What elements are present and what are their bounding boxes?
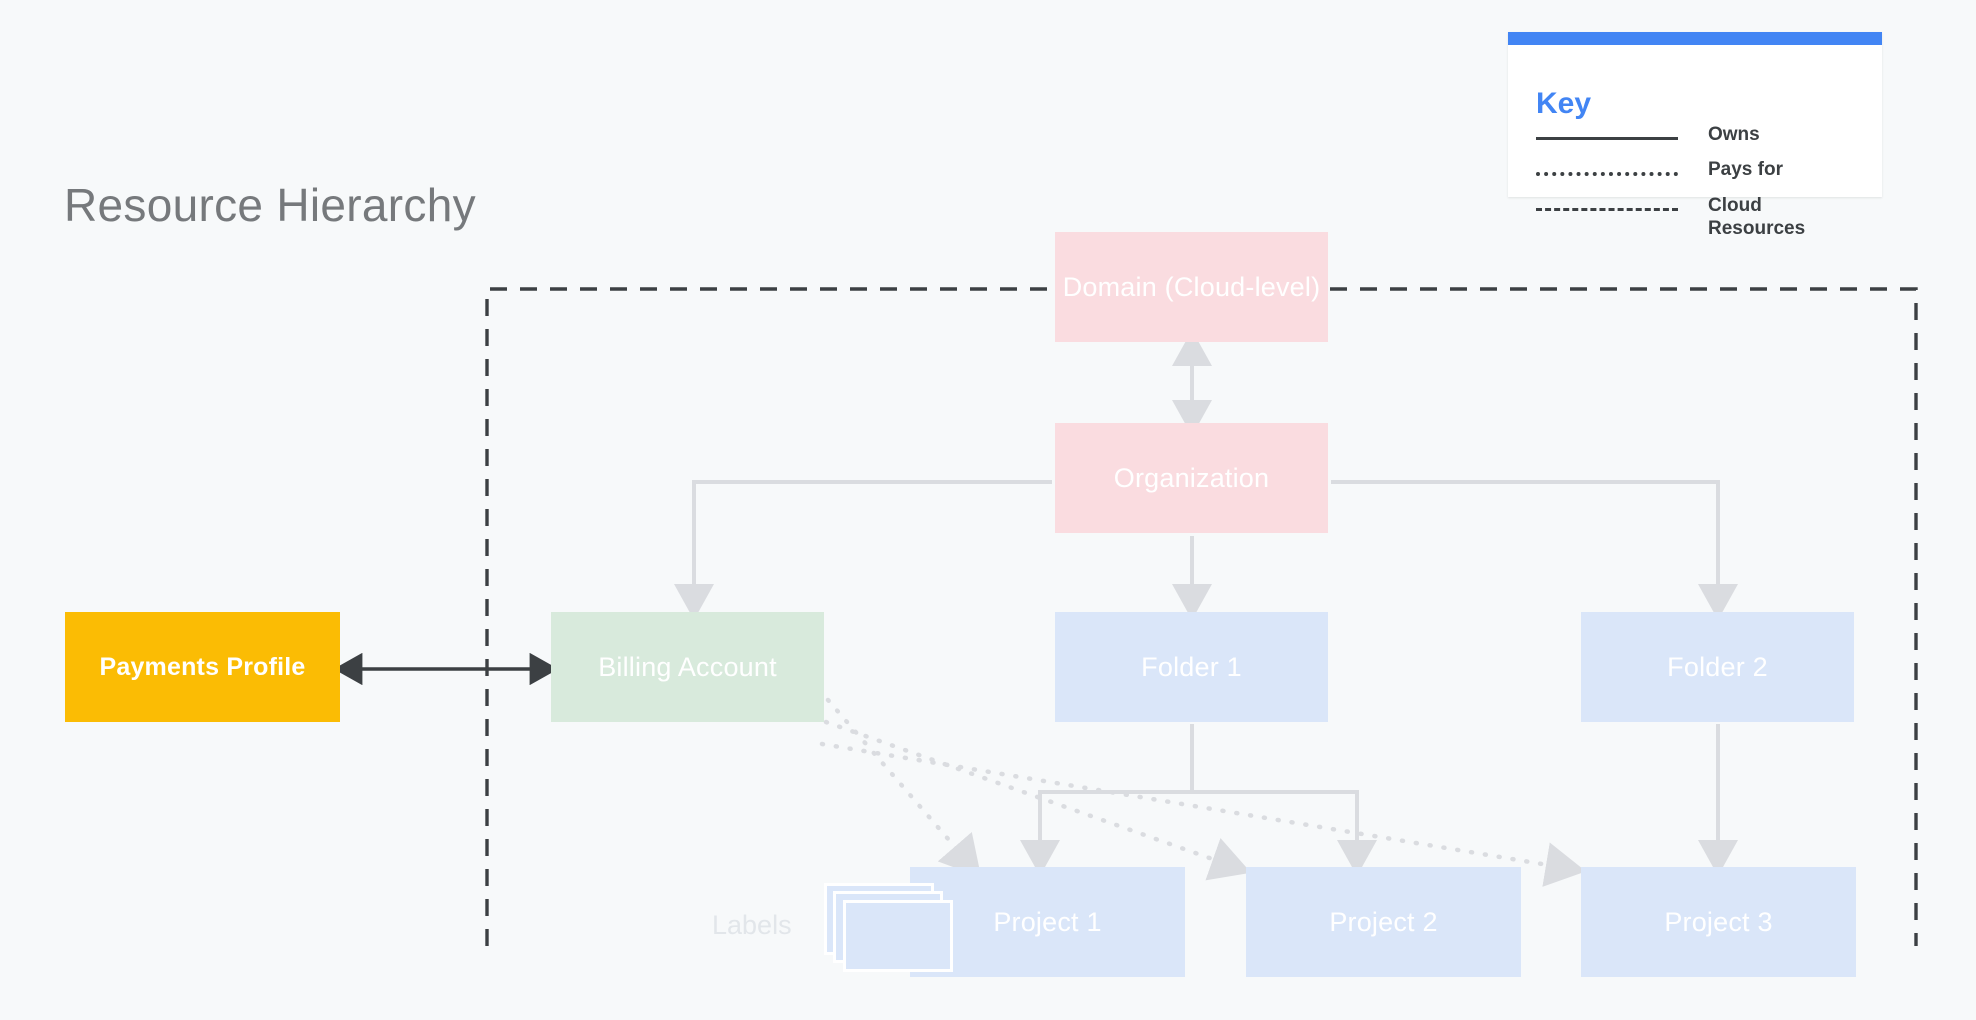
edge-billing-account-project-3 — [819, 741, 1586, 887]
node-billing-account[interactable]: Billing Account — [551, 612, 824, 722]
node-project-3[interactable]: Project 3 — [1581, 867, 1856, 977]
page-title: Resource Hierarchy — [64, 179, 476, 231]
node-folder-1-label: Folder 1 — [1141, 651, 1242, 682]
node-project-3-label: Project 3 — [1664, 906, 1773, 937]
labels-caption: Labels — [712, 910, 792, 940]
label-card-front — [843, 900, 953, 972]
edge-folder-1-project-2 — [1192, 790, 1377, 876]
edge-folder-1-project-1 — [1020, 724, 1194, 876]
node-folder-2-label: Folder 2 — [1667, 651, 1768, 682]
key-label-pays-for: Pays for — [1708, 159, 1783, 180]
key-body: Key Owns Pays for Cloud Resources — [1508, 45, 1882, 239]
node-folder-1[interactable]: Folder 1 — [1055, 612, 1328, 722]
key-label-cloud-resources: Cloud Resources — [1708, 195, 1806, 239]
labels-stack-icon[interactable] — [824, 883, 962, 975]
key-panel: Key Owns Pays for Cloud Resources — [1508, 32, 1882, 239]
key-row-cloud-resources: Cloud Resources — [1536, 194, 1856, 239]
node-project-1-label: Project 1 — [993, 906, 1102, 937]
key-row-pays-for: Pays for — [1536, 158, 1856, 192]
edge-billing-account-project-2 — [823, 719, 1252, 881]
node-payments-profile-label: Payments Profile — [99, 652, 306, 681]
node-project-2-label: Project 2 — [1329, 906, 1438, 937]
node-payments-profile[interactable]: Payments Profile — [65, 612, 340, 722]
node-organization-label: Organization — [1113, 462, 1270, 493]
key-dashed-line-icon — [1536, 208, 1678, 211]
key-solid-line-icon — [1536, 137, 1678, 140]
node-project-1[interactable]: Project 1 — [910, 867, 1185, 977]
edge-organization-billing-account — [674, 480, 1052, 620]
node-domain-label: Domain (Cloud-level) — [1062, 271, 1321, 302]
node-billing-account-label: Billing Account — [598, 651, 777, 682]
node-organization[interactable]: Organization — [1055, 423, 1328, 533]
key-dotted-line-icon — [1536, 172, 1678, 176]
node-domain[interactable]: Domain (Cloud-level) — [1055, 232, 1328, 342]
edge-billing-account-project-1 — [825, 697, 982, 878]
key-label-owns: Owns — [1708, 124, 1760, 145]
node-folder-2[interactable]: Folder 2 — [1581, 612, 1854, 722]
key-title: Key — [1536, 87, 1592, 120]
key-accent-bar — [1508, 32, 1882, 45]
edge-organization-folder-2 — [1331, 480, 1738, 620]
key-row-owns: Owns — [1536, 123, 1856, 157]
node-project-2[interactable]: Project 2 — [1246, 867, 1521, 977]
